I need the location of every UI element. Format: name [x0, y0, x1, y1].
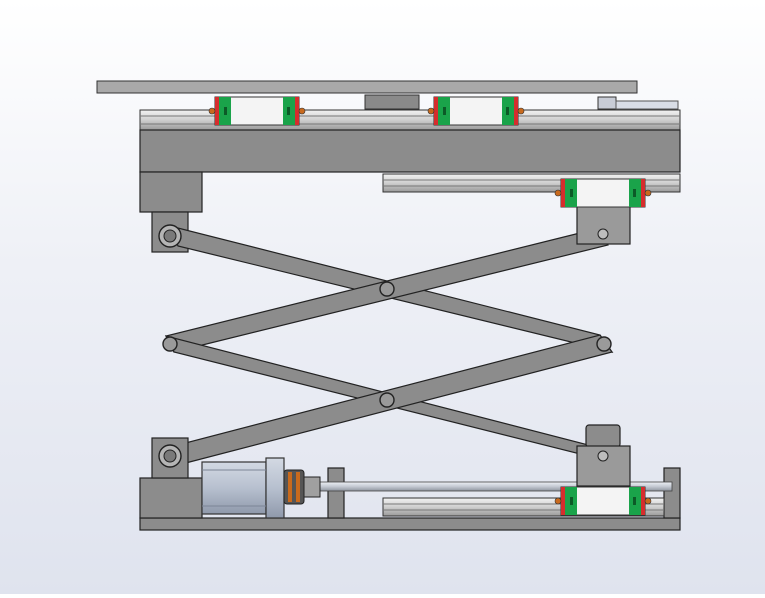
carriage-2	[427, 96, 525, 126]
stepper-motor	[201, 457, 285, 519]
scissor-pivots	[162, 281, 612, 408]
bottom-right-slider-block	[576, 424, 631, 487]
scissor-arms	[164, 225, 614, 466]
base-frame	[139, 437, 681, 531]
bottom-left-pivot	[158, 444, 182, 468]
upper-frame	[139, 129, 681, 253]
linear-bearing-carriages	[208, 96, 652, 516]
carriage-3	[554, 178, 652, 208]
carriage-1	[208, 96, 306, 126]
shaft-coupling	[283, 469, 321, 505]
top-left-pivot	[158, 224, 182, 248]
carriage-4	[554, 486, 652, 516]
top-platform	[96, 80, 679, 110]
